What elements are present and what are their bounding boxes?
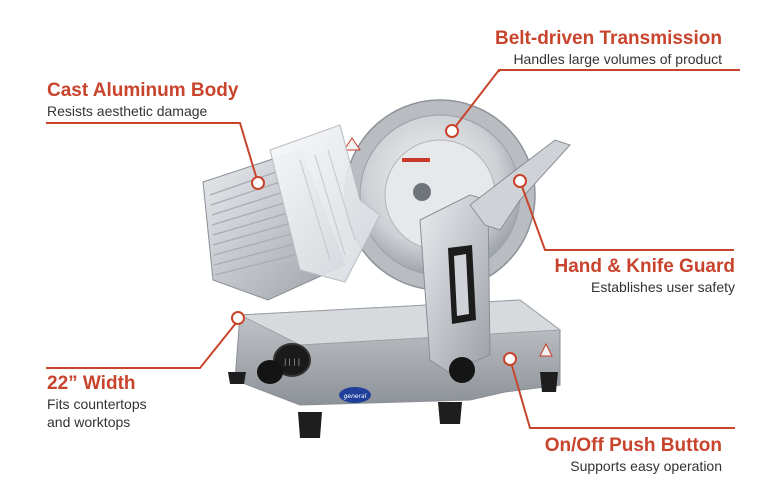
guard-marker xyxy=(513,174,527,188)
body-marker xyxy=(251,176,265,190)
callout-cast-aluminum-body: Cast Aluminum Body Resists aesthetic dam… xyxy=(47,80,238,120)
callout-subtitle: Resists aesthetic damage xyxy=(47,103,208,119)
callout-on-off-push-button: On/Off Push Button Supports easy operati… xyxy=(545,435,722,475)
callout-subtitle: Establishes user safety xyxy=(591,279,735,295)
callout-subtitle: Supports easy operation xyxy=(570,458,722,474)
callout-belt-driven-transmission: Belt-driven Transmission Handles large v… xyxy=(495,28,722,68)
width-callout-line xyxy=(46,317,241,369)
width-marker xyxy=(231,311,245,325)
callout-subtitle-line-1: Fits countertops xyxy=(47,396,147,412)
svg-text:| | | |: | | | | xyxy=(284,358,300,366)
callout-subtitle: Handles large volumes of product xyxy=(513,51,722,67)
belt-callout-leader xyxy=(451,69,740,132)
callout-title: Cast Aluminum Body xyxy=(47,80,239,101)
brand-badge xyxy=(339,387,371,403)
brand-badge-text: general xyxy=(344,393,367,400)
guard-callout-line xyxy=(519,180,734,251)
callout-title: On/Off Push Button xyxy=(544,435,722,456)
callout-title: 22” Width xyxy=(47,373,136,394)
button-marker xyxy=(503,352,517,366)
belt-marker xyxy=(445,124,459,138)
body-callout-line xyxy=(46,122,259,184)
button-callout-line xyxy=(509,358,735,429)
callout-22-width: 22” Width Fits countertops and worktops xyxy=(47,373,147,431)
callout-hand-knife-guard: Hand & Knife Guard Establishes user safe… xyxy=(554,256,735,296)
callout-title: Belt-driven Transmission xyxy=(494,28,722,49)
callout-subtitle-line-2: and worktops xyxy=(47,414,131,430)
callout-title: Hand & Knife Guard xyxy=(554,256,735,277)
